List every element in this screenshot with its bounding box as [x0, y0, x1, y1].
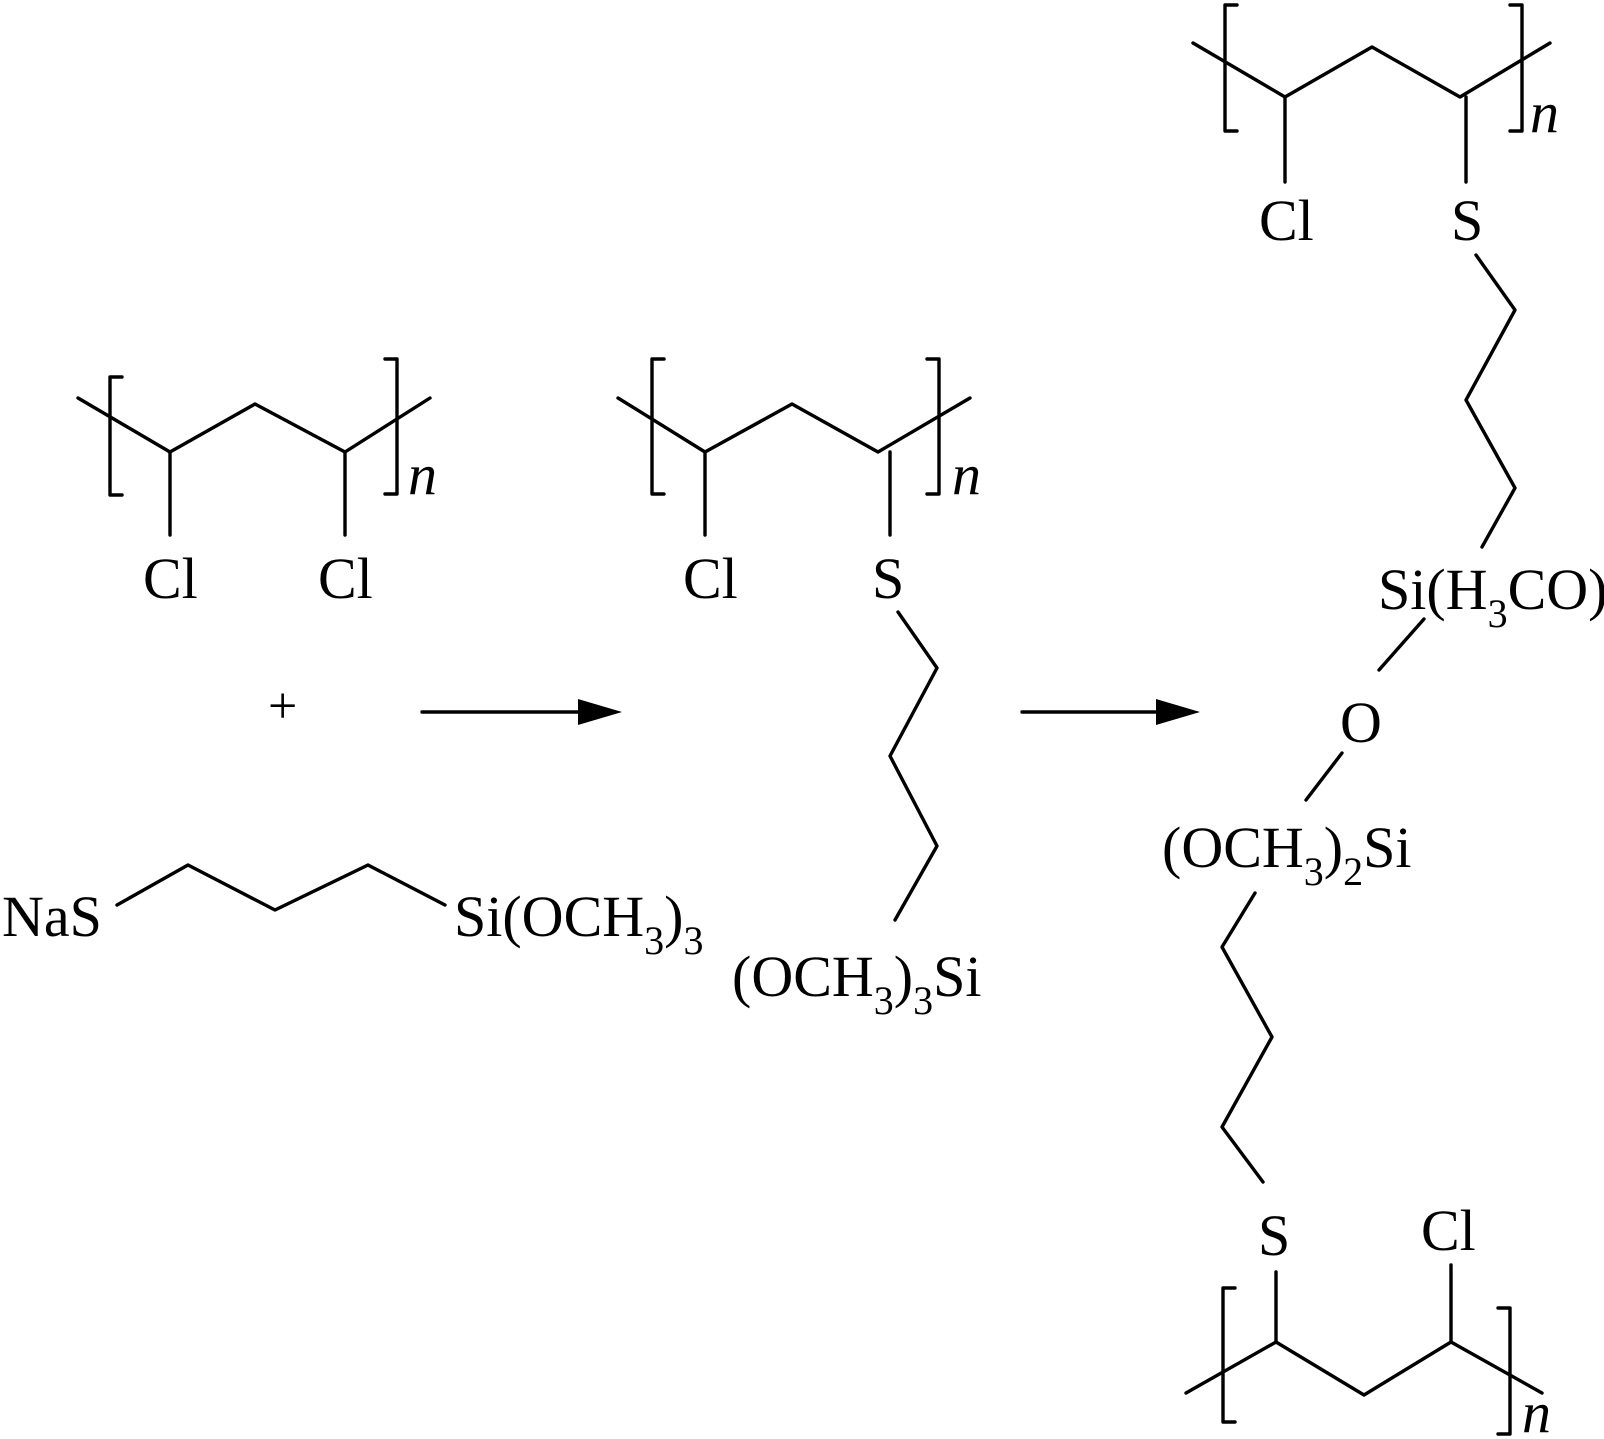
product-bottom-chain: (OCH3)2Si S Cl n — [1162, 815, 1551, 1439]
reaction-arrow-1 — [420, 699, 622, 725]
product-top-left-bracket — [1223, 3, 1239, 133]
product-top-chain: Cl S n Si(H3CO)2 — [1191, 3, 1604, 636]
bridge-bond-lower — [1304, 751, 1344, 802]
intermediate-repeat-n: n — [952, 442, 981, 507]
plus-sign: + — [268, 678, 297, 735]
intermediate-polymer: Cl S n (OCH3)3Si — [616, 357, 981, 1023]
reactant-substituent-1: Cl — [143, 546, 198, 611]
product-top-propyl-chain — [1464, 253, 1517, 549]
bridge-oxygen: O — [1340, 690, 1382, 755]
product-bottom-right-bracket — [1496, 1306, 1512, 1436]
product-bottom-substituent-1: S — [1258, 1203, 1290, 1268]
product-top-substituent-2: S — [1451, 188, 1483, 253]
siloxane-bridge: O — [1304, 617, 1426, 802]
intermediate-left-bracket — [650, 357, 666, 496]
product-top-right-bracket — [1508, 3, 1524, 133]
reactant-right-bracket — [383, 357, 399, 496]
reaction-arrow-2 — [1020, 699, 1200, 725]
intermediate-substituent-2: S — [872, 546, 904, 611]
reactant-backbone — [76, 396, 432, 454]
reactant-substituent-2: Cl — [318, 546, 373, 611]
reagent: NaS Si(OCH3)3 — [2, 863, 703, 963]
reactant-repeat-n: n — [408, 442, 437, 507]
product-top-silyl-group: Si(H3CO)2 — [1378, 557, 1604, 636]
product-bottom-backbone — [1184, 1340, 1544, 1397]
intermediate-silyl-group: (OCH3)3Si — [732, 944, 981, 1023]
product-top-backbone — [1191, 41, 1552, 99]
reactant-left-bracket — [108, 375, 124, 497]
intermediate-backbone — [616, 396, 972, 454]
intermediate-right-bracket — [925, 357, 941, 496]
reagent-propyl-chain — [115, 863, 447, 912]
product-bottom-left-bracket — [1221, 1286, 1237, 1424]
intermediate-substituent-1: Cl — [683, 546, 738, 611]
product-bottom-repeat-n: n — [1522, 1380, 1551, 1439]
reagent-right-group: Si(OCH3)3 — [454, 884, 703, 963]
reactant-polymer: Cl Cl n — [76, 357, 437, 611]
bridge-bond-upper — [1377, 617, 1426, 672]
reagent-left-group: NaS — [2, 884, 102, 949]
intermediate-propyl-chain — [888, 610, 939, 922]
product-bottom-propyl-chain — [1220, 891, 1274, 1184]
product-bottom-substituent-2: Cl — [1421, 1198, 1476, 1263]
product-bottom-silyl-group: (OCH3)2Si — [1162, 815, 1411, 894]
product-top-substituent-1: Cl — [1259, 188, 1314, 253]
product-top-repeat-n: n — [1530, 80, 1559, 145]
